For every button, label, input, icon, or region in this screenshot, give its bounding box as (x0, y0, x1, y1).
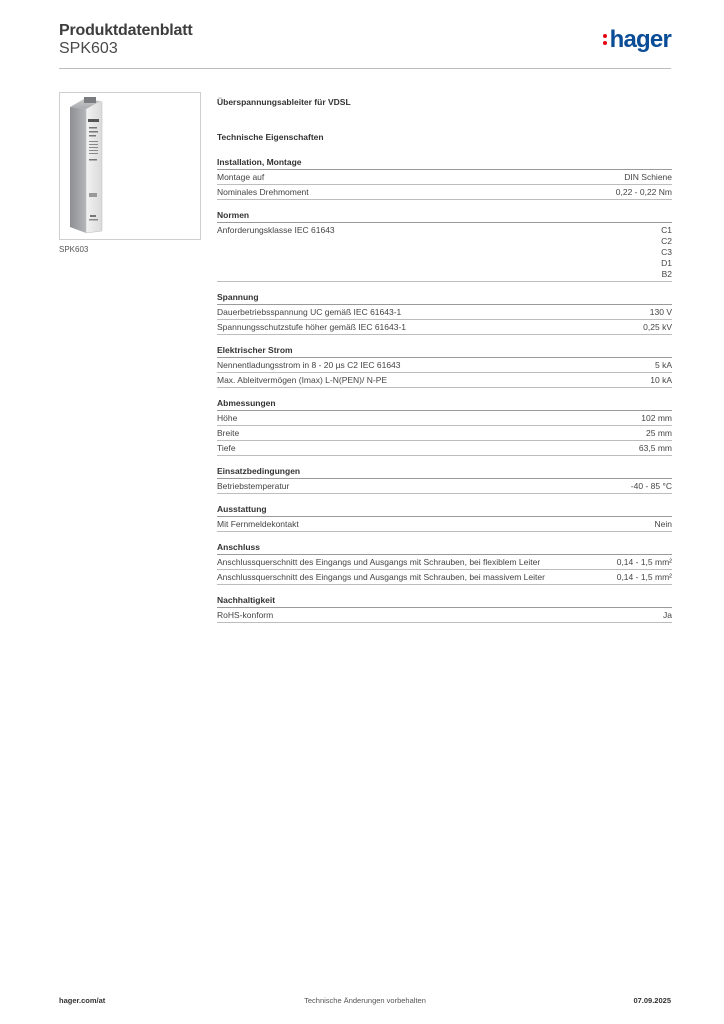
header-divider (59, 68, 671, 69)
spec-value: B2 (661, 268, 672, 279)
spec-value: 10 kA (650, 374, 672, 385)
logo-text: hager (609, 26, 672, 53)
spec-label: Nominales Drehmoment (217, 186, 309, 197)
spec-row: Montage auf DIN Schiene (217, 170, 672, 185)
group-title: Einsatzbedingungen (217, 465, 672, 479)
product-name: Überspannungsableiter für VDSL (217, 97, 351, 107)
spec-value: 0,14 - 1,5 mm² (616, 556, 672, 567)
product-code: SPK603 (59, 40, 118, 57)
spec-label: Breite (217, 427, 240, 438)
group-ausstattung: Ausstattung Mit Fernmeldekontakt Nein (217, 503, 672, 532)
spec-label: Höhe (217, 412, 238, 423)
spec-value: Nein (654, 518, 672, 529)
spec-value: 5 kA (654, 359, 672, 370)
group-title: Elektrischer Strom (217, 344, 672, 358)
image-caption: SPK603 (59, 245, 89, 254)
spec-row: Nominales Drehmoment 0,22 - 0,22 Nm (217, 185, 672, 200)
group-title: Nachhaltigkeit (217, 594, 672, 608)
spec-row: Anschlussquerschnitt des Eingangs und Au… (217, 555, 672, 570)
group-title: Installation, Montage (217, 156, 672, 170)
logo-dots-icon (602, 31, 608, 47)
group-einsatzbedingungen: Einsatzbedingungen Betriebstemperatur -4… (217, 465, 672, 494)
spec-row: Max. Ableitvermögen (Imax) L-N(PEN)/ N-P… (217, 373, 672, 388)
spec-value: C2 (661, 235, 672, 246)
spec-row: Anforderungsklasse IEC 61643 C1 C2 C3 D1… (217, 223, 672, 282)
spec-value: 25 mm (646, 427, 672, 438)
spec-value: D1 (661, 257, 672, 268)
spec-row: Nennentladungsstrom in 8 - 20 µs C2 IEC … (217, 358, 672, 373)
spec-label: Montage auf (217, 171, 265, 182)
spec-label: Anschlussquerschnitt des Eingangs und Au… (217, 571, 545, 582)
spec-row: Betriebstemperatur -40 - 85 °C (217, 479, 672, 494)
spec-value: C1 (661, 224, 672, 235)
spec-value: 0,14 - 1,5 mm² (616, 571, 672, 582)
group-normen: Normen Anforderungsklasse IEC 61643 C1 C… (217, 209, 672, 282)
spec-value: 0,22 - 0,22 Nm (615, 186, 672, 197)
spec-label: Tiefe (217, 442, 236, 453)
footer-date: 07.09.2025 (633, 996, 671, 1005)
group-title: Abmessungen (217, 397, 672, 411)
footer-website-link[interactable]: hager.com/at (59, 996, 106, 1005)
spec-row: Mit Fernmeldekontakt Nein (217, 517, 672, 532)
spec-label: Anschlussquerschnitt des Eingangs und Au… (217, 556, 541, 567)
hager-logo: hager (602, 26, 672, 53)
spec-row: Höhe 102 mm (217, 411, 672, 426)
spec-label: Mit Fernmeldekontakt (217, 518, 299, 529)
spec-label: Nennentladungsstrom in 8 - 20 µs C2 IEC … (217, 359, 401, 370)
section-title: Technische Eigenschaften (217, 132, 324, 142)
group-title: Anschluss (217, 541, 672, 555)
spec-row: Tiefe 63,5 mm (217, 441, 672, 456)
spec-value: 130 V (649, 306, 672, 317)
spec-value: DIN Schiene (624, 171, 672, 182)
spec-row: RoHS-konform Ja (217, 608, 672, 623)
group-installation: Installation, Montage Montage auf DIN Sc… (217, 156, 672, 200)
group-spannung: Spannung Dauerbetriebsspannung UC gemäß … (217, 291, 672, 335)
spec-value-list: C1 C2 C3 D1 B2 (661, 225, 672, 280)
spec-row: Breite 25 mm (217, 426, 672, 441)
spec-value: C3 (661, 246, 672, 257)
spec-value: Ja (663, 609, 672, 620)
spec-value: 63,5 mm (638, 442, 672, 453)
group-elektrischer-strom: Elektrischer Strom Nennentladungsstrom i… (217, 344, 672, 388)
spec-content: Überspannungsableiter für VDSL Technisch… (217, 97, 672, 632)
spec-row: Anschlussquerschnitt des Eingangs und Au… (217, 570, 672, 585)
spec-value: 102 mm (641, 412, 672, 423)
spec-label: Max. Ableitvermögen (Imax) L-N(PEN)/ N-P… (217, 374, 388, 385)
spec-label: Dauerbetriebsspannung UC gemäß IEC 61643… (217, 306, 402, 317)
spec-label: RoHS-konform (217, 609, 274, 620)
product-photo-surge-arrester-icon (70, 97, 103, 234)
spec-label: Spannungsschutzstufe höher gemäß IEC 616… (217, 321, 407, 332)
document-title: Produktdatenblatt (59, 22, 193, 39)
page-header: Produktdatenblatt SPK603 hager (59, 22, 672, 68)
spec-row: Spannungsschutzstufe höher gemäß IEC 616… (217, 320, 672, 335)
footer-disclaimer: Technische Änderungen vorbehalten (304, 996, 426, 1005)
group-abmessungen: Abmessungen Höhe 102 mm Breite 25 mm Tie… (217, 397, 672, 456)
group-nachhaltigkeit: Nachhaltigkeit RoHS-konform Ja (217, 594, 672, 623)
spec-label: Betriebstemperatur (217, 480, 290, 491)
spec-row: Dauerbetriebsspannung UC gemäß IEC 61643… (217, 305, 672, 320)
group-title: Spannung (217, 291, 672, 305)
group-title: Ausstattung (217, 503, 672, 517)
spec-value: -40 - 85 °C (630, 480, 672, 491)
page-footer: hager.com/at Technische Änderungen vorbe… (59, 996, 671, 1008)
spec-label: Anforderungsklasse IEC 61643 (217, 224, 335, 235)
group-anschluss: Anschluss Anschlussquerschnitt des Einga… (217, 541, 672, 585)
product-image (59, 92, 201, 240)
group-title: Normen (217, 209, 672, 223)
spec-value: 0,25 kV (643, 321, 672, 332)
